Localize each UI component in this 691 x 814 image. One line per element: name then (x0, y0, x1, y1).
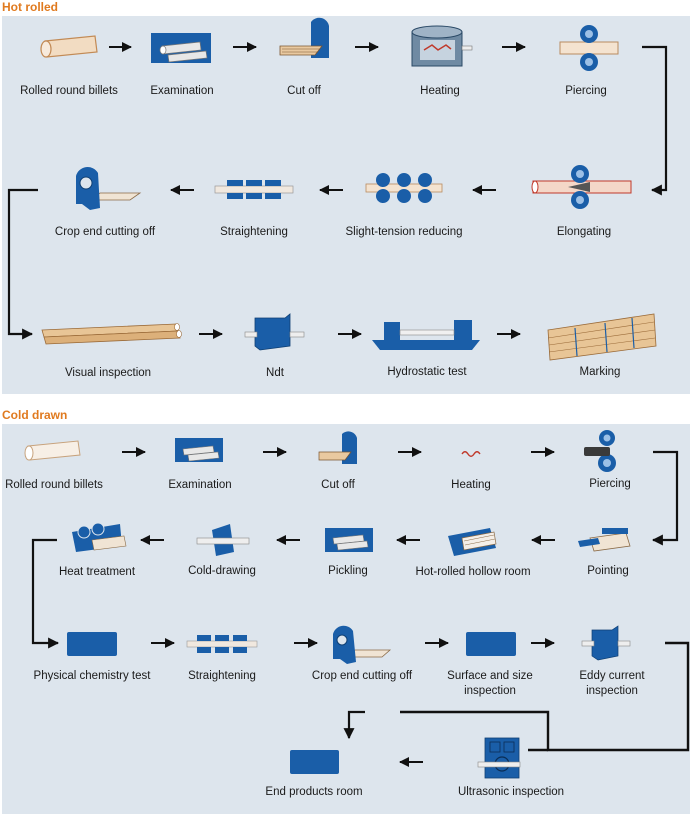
hr-visual-inspection-icon (41, 323, 182, 345)
hr-step-elongating: Elongating (556, 226, 612, 238)
cd-step-straightening: Straightening (188, 670, 256, 682)
hr-step-straightening: Straightening (220, 226, 288, 238)
cd-step-surface-and-size-inspection: Surface and size inspection (447, 670, 533, 697)
hr-billet-icon (40, 35, 98, 58)
hr-examination-icon (151, 33, 211, 63)
cd-ultrasonic-icon (477, 737, 521, 779)
cd-heating-coil-icon (461, 451, 481, 457)
cd-surface-size-icon (466, 632, 516, 656)
cd-eddy-current-icon (581, 625, 631, 661)
cd-step-eddy-current-inspection: Eddy current inspection (579, 670, 645, 697)
hr-heating-furnace-icon (411, 25, 473, 67)
cd-step-piercing: Piercing (589, 478, 631, 490)
cd-end-products-icon (290, 750, 339, 774)
cd-crop-end-cutting-icon (333, 625, 392, 664)
hr-cutoff-icon (279, 17, 329, 58)
hr-ndt-icon (244, 313, 305, 351)
cd-pickling-icon (325, 528, 373, 552)
hr-step-visual-inspection: Visual inspection (64, 367, 152, 379)
hr-straightening-icon (214, 180, 294, 199)
cd-cold-drawing-icon (196, 524, 250, 556)
cd-cutoff-icon (318, 431, 357, 464)
cd-step-ultrasonic-inspection: Ultrasonic inspection (457, 786, 565, 798)
cd-step-examination: Examination (168, 479, 232, 491)
hr-step-rolled-round-billets: Rolled round billets (20, 85, 118, 97)
cd-pointing-icon (578, 528, 631, 552)
cd-step-physical-chemistry-test: Physical chemistry test (33, 670, 151, 682)
hr-marking-bundle-icon (547, 313, 657, 361)
cd-step-crop-end-cutting-off: Crop end cutting off (311, 670, 413, 682)
cd-step-pickling: Pickling (328, 565, 368, 577)
cd-piercing-icon (584, 430, 616, 472)
hr-step-piercing: Piercing (565, 85, 607, 97)
hr-step-crop-end-cutting-off: Crop end cutting off (54, 226, 156, 238)
cd-step-pointing: Pointing (587, 565, 629, 577)
hr-slight-tension-reducing-icon (365, 173, 443, 203)
hr-step-slight-tension-reducing: Slight-tension reducing (345, 226, 463, 238)
cd-step-cold-drawing: Cold-drawing (188, 565, 256, 577)
hr-step-heating: Heating (420, 85, 460, 97)
hr-step-marking: Marking (579, 366, 621, 378)
hr-step-examination: Examination (150, 85, 214, 97)
hot-rolled-title: Hot rolled (2, 0, 58, 14)
hr-crop-end-cutting-icon (76, 167, 142, 210)
cd-hollow-room-icon (448, 528, 497, 556)
cd-step-hot-rolled-hollow-room: Hot-rolled hollow room (415, 566, 531, 578)
cd-step-heating: Heating (451, 479, 491, 491)
hr-step-cut-off: Cut off (287, 85, 321, 97)
cd-step-end-products-room: End products room (265, 786, 363, 798)
hr-step-hydrostatic-test: Hydrostatic test (387, 366, 467, 378)
cold-drawn-title: Cold drawn (2, 408, 68, 422)
hr-hydrostatic-test-icon (372, 320, 480, 350)
cd-step-heat-treatment: Heat treatment (58, 566, 136, 578)
cd-heat-treatment-icon (72, 522, 127, 552)
cd-step-cut-off: Cut off (321, 479, 355, 491)
hr-piercing-icon (559, 25, 619, 71)
cd-straightening-icon (186, 635, 258, 653)
cd-examination-icon (175, 438, 223, 462)
hr-step-ndt: Ndt (266, 367, 284, 379)
cd-billet-icon (24, 440, 81, 461)
cd-step-rolled-round-billets: Rolled round billets (5, 479, 103, 491)
cd-physical-chemistry-icon (67, 632, 117, 656)
hr-elongating-icon (531, 165, 632, 209)
